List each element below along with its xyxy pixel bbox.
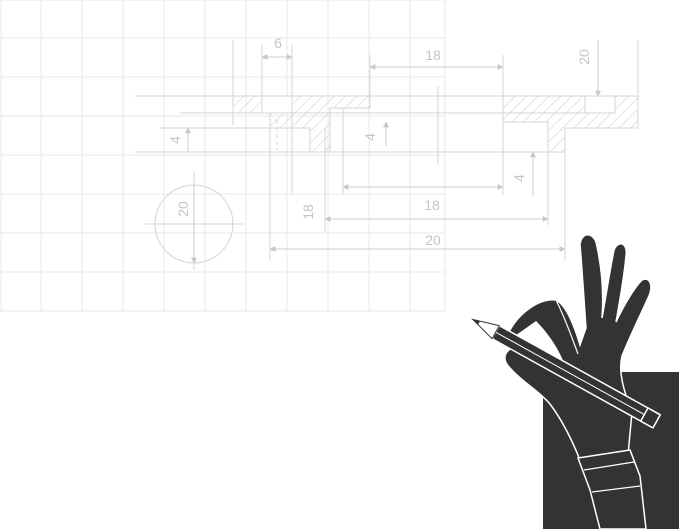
hand-holding-pencil-icon bbox=[471, 234, 679, 529]
hatched-section-right bbox=[502, 95, 639, 153]
dim-6-top: 6 bbox=[274, 35, 282, 51]
dim-18-top: 18 bbox=[425, 47, 441, 63]
grid-paper bbox=[0, 0, 446, 312]
dim-20-bottom: 20 bbox=[425, 232, 441, 248]
dimension-labels: 6 18 20 4 4 4 20 18 18 20 bbox=[167, 35, 592, 248]
dim-4-left: 4 bbox=[167, 136, 183, 144]
dim-18-lower: 18 bbox=[424, 197, 440, 213]
part-section-view bbox=[135, 40, 639, 270]
dimension-lines bbox=[185, 40, 601, 264]
dim-20-right: 20 bbox=[576, 49, 592, 65]
dim-18-vertical: 18 bbox=[300, 204, 316, 220]
dim-4-mid: 4 bbox=[362, 133, 378, 141]
dim-20-circle: 20 bbox=[175, 201, 191, 217]
dim-4-right: 4 bbox=[511, 174, 527, 182]
pencil-icon bbox=[471, 318, 662, 429]
hatched-section-left bbox=[232, 95, 371, 153]
